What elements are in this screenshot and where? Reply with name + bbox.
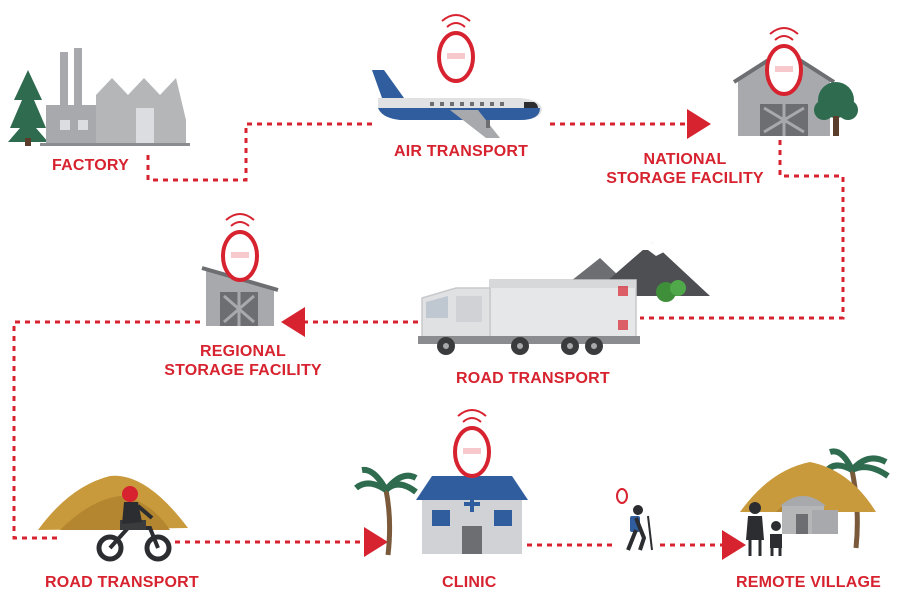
- hiker-icon: [616, 488, 653, 551]
- airplane-icon: [372, 70, 542, 138]
- label-regional-storage-line1: REGIONAL: [199, 343, 287, 360]
- temperature-tag-icon: [221, 212, 259, 282]
- motorbike-icon: [38, 475, 188, 562]
- label-road-transport-truck: ROAD TRANSPORT: [456, 370, 610, 387]
- path-national-to-truck: [640, 140, 845, 320]
- path-factory-to-air: [146, 122, 372, 182]
- label-national-storage: NATIONAL STORAGE FACILITY: [600, 150, 770, 188]
- label-remote-village: REMOTE VILLAGE: [736, 574, 882, 591]
- regional-storage-icon: [201, 266, 279, 326]
- label-national-storage-line2: STORAGE FACILITY: [606, 170, 764, 187]
- factory-icon: [8, 48, 190, 146]
- temperature-tag-icon: [765, 26, 803, 96]
- flow-paths: [12, 109, 845, 560]
- label-air-transport: AIR TRANSPORT: [394, 143, 529, 160]
- label-factory: FACTORY: [52, 157, 129, 174]
- clinic-building-icon: [416, 476, 528, 554]
- path-regional-to-moto: [12, 320, 200, 540]
- label-road-transport-moto: ROAD TRANSPORT: [45, 574, 199, 591]
- label-regional-storage-line2: STORAGE FACILITY: [164, 362, 322, 379]
- temperature-tag-icon: [437, 13, 475, 83]
- truck-icon: [418, 279, 640, 355]
- remote-village-icon: [740, 462, 876, 556]
- temperature-tag-icon: [453, 408, 491, 478]
- label-regional-storage: REGIONAL STORAGE FACILITY: [158, 342, 328, 380]
- label-national-storage-line1: NATIONAL: [643, 151, 727, 168]
- palm-tree-icon: [354, 466, 418, 556]
- label-clinic: CLINIC: [442, 574, 497, 591]
